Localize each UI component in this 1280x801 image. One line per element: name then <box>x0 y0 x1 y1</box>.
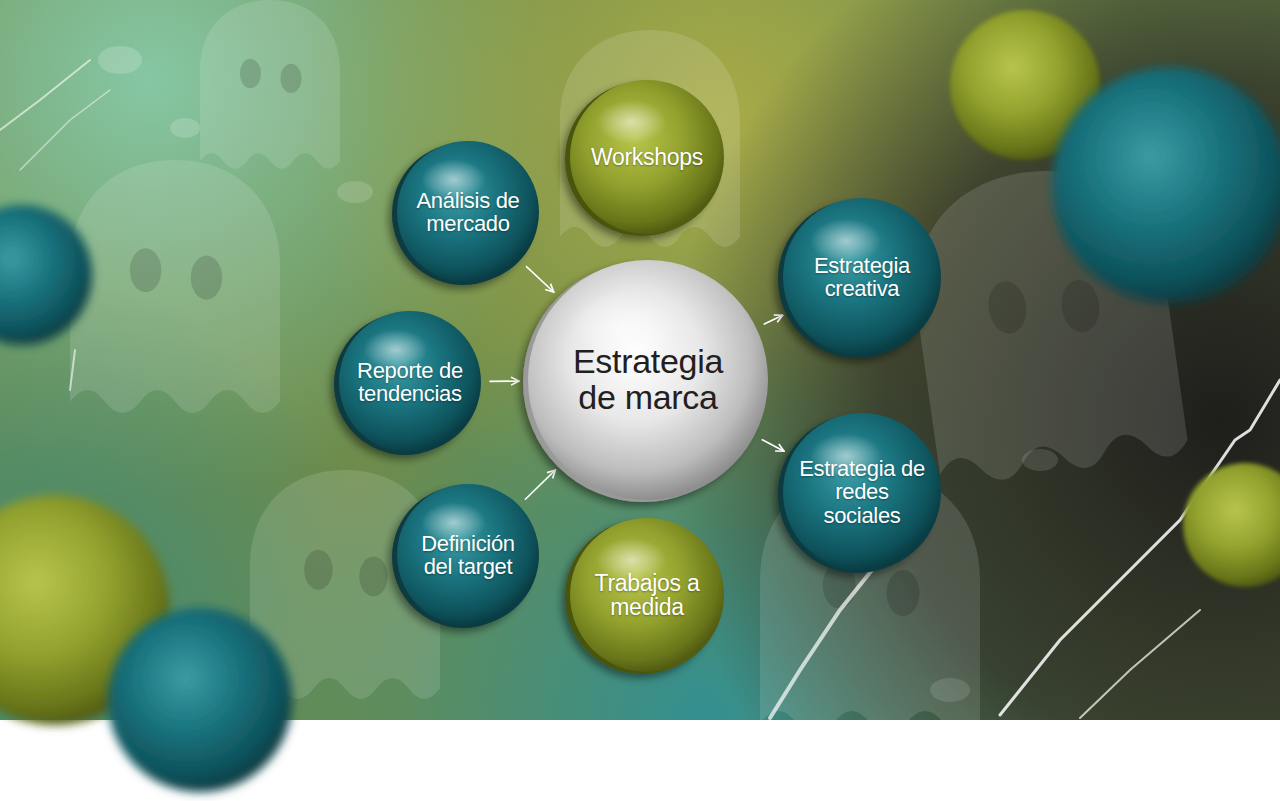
topic-sphere: Definición del target <box>396 483 540 627</box>
topic-label: Estrategia creativa <box>798 254 926 300</box>
center-label: Estrategia de marca <box>551 344 745 415</box>
topic-sphere: Workshops <box>569 79 725 235</box>
dot-shape <box>1022 449 1058 471</box>
sphere-body <box>570 80 724 234</box>
dot-shape <box>98 46 142 74</box>
text-holder: Trabajos a medida <box>585 571 710 619</box>
topic-label: Workshops <box>585 145 710 169</box>
text-holder: Estrategia creativa <box>798 254 926 300</box>
flow-arrow <box>762 440 784 451</box>
text-holder: Workshops <box>585 145 710 169</box>
topic-sphere: Estrategia de redes sociales <box>782 412 942 572</box>
flow-arrow <box>525 470 555 499</box>
flow-arrow <box>490 380 519 382</box>
topic-label: Reporte de tendencias <box>352 359 467 405</box>
dot-shape <box>170 118 200 138</box>
dot-shape <box>337 181 373 203</box>
topic-label: Definición del target <box>410 532 525 578</box>
decor-sphere <box>108 608 292 792</box>
sphere-body <box>528 260 768 500</box>
text-holder: Estrategia de marca <box>551 344 745 415</box>
sphere-body <box>397 141 539 283</box>
flow-arrow <box>526 267 553 292</box>
decor-sphere <box>1183 463 1280 587</box>
topic-label: Trabajos a medida <box>585 571 710 619</box>
sphere-body <box>783 198 941 356</box>
decor-sphere <box>1052 67 1280 303</box>
text-holder: Definición del target <box>410 532 525 578</box>
center-sphere: Estrategia de marca <box>527 259 769 501</box>
dot-shape <box>930 678 970 702</box>
topic-label: Estrategia de redes sociales <box>798 457 926 526</box>
sphere-body <box>783 413 941 571</box>
sphere-body <box>339 311 481 453</box>
sphere-shine <box>596 100 666 144</box>
text-holder: Análisis de mercado <box>410 189 525 235</box>
text-holder: Estrategia de redes sociales <box>798 457 926 526</box>
flow-arrow <box>764 315 782 324</box>
topic-label: Análisis de mercado <box>410 189 525 235</box>
topic-sphere: Análisis de mercado <box>396 140 540 284</box>
text-holder: Reporte de tendencias <box>352 359 467 405</box>
ghost-shape <box>200 0 340 169</box>
ghost-shape <box>70 160 280 413</box>
sphere-body <box>397 484 539 626</box>
sphere-body <box>570 518 724 672</box>
topic-sphere: Trabajos a medida <box>569 517 725 673</box>
decor-sphere <box>0 205 92 345</box>
ghost-shape <box>560 30 740 247</box>
topic-sphere: Reporte de tendencias <box>338 310 482 454</box>
topic-sphere: Estrategia creativa <box>782 197 942 357</box>
